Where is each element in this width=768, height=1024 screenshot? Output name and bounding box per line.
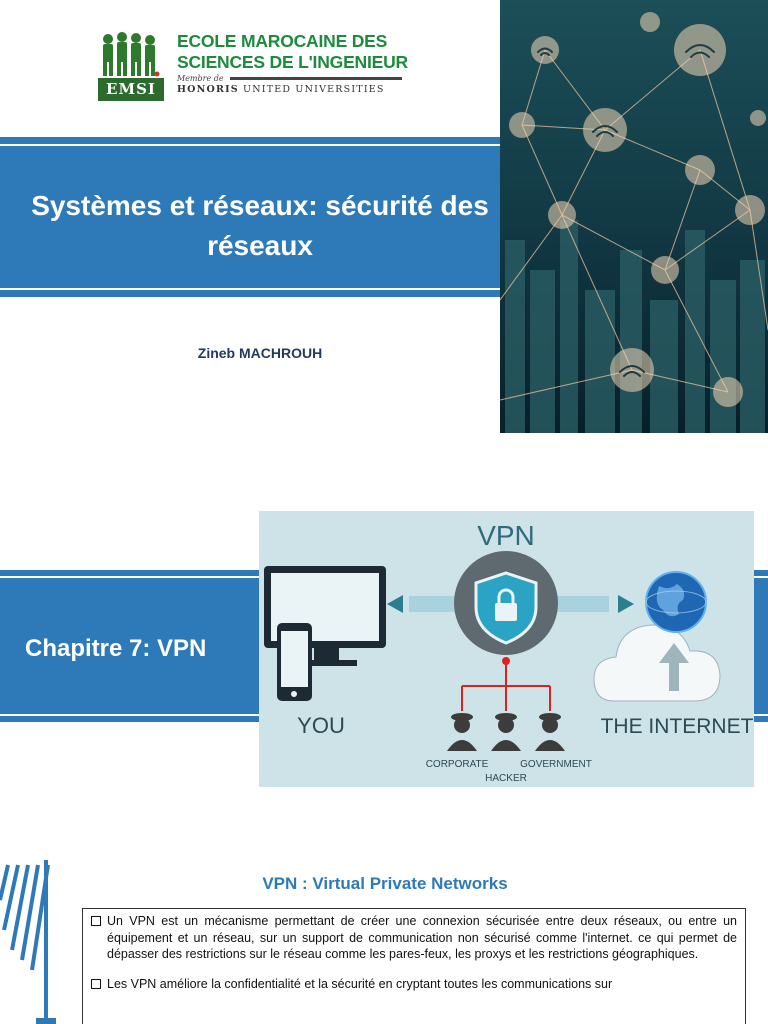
- diagram-you-label: YOU: [297, 713, 345, 738]
- logo-honoris: HONORIS UNITED UNIVERSITIES: [177, 84, 402, 95]
- diagram-vpn-label: VPN: [477, 520, 535, 551]
- network-city-image: [500, 0, 768, 433]
- chapter-title: Chapitre 7: VPN: [25, 635, 207, 662]
- logo-line-1: ECOLE MAROCAINE DES: [177, 31, 388, 51]
- vpn-diagram: VPN YOU: [259, 511, 754, 787]
- checkbox-bullet-icon: [91, 916, 101, 926]
- logo-rule: [229, 77, 402, 80]
- logo-line-2: SCIENCES DE L'INGENIEUR: [177, 52, 408, 72]
- cloud-icon: [593, 624, 721, 702]
- emsi-logo: EMSI ECOLE MAROCAINE DES SCIENCES DE L'I…: [98, 30, 408, 105]
- diagram-internet-label: THE INTERNET: [601, 715, 754, 738]
- author-name: Zineb MACHROUH: [197, 345, 323, 361]
- logo-honoris-rest: UNITED UNIVERSITIES: [243, 84, 385, 95]
- slide-3: VPN : Virtual Private Networks Un VPN es…: [0, 860, 768, 1024]
- people-figures-icon: [103, 32, 160, 77]
- phone-icon: [277, 623, 312, 701]
- slide-1-title: Systèmes et réseaux: sécurité des réseau…: [31, 190, 489, 261]
- diagram-government-label: GOVERNMENT: [520, 759, 592, 770]
- content-box: Un VPN est un mécanisme permettant de cr…: [82, 908, 746, 1024]
- emsi-mark: EMSI: [98, 78, 164, 101]
- network-city-illustration: [500, 0, 768, 433]
- logo-text-block: ECOLE MAROCAINE DES SCIENCES DE L'INGENI…: [177, 31, 408, 95]
- vpn-diagram-illustration: VPN YOU: [259, 511, 754, 787]
- logo-member-line: Membre de: [177, 74, 402, 83]
- bullet-item: Les VPN améliore la confidentialité et l…: [91, 976, 737, 993]
- hacker-figures-icon: [447, 713, 565, 751]
- logo-member-label: Membre de: [177, 74, 224, 83]
- diagram-hacker-label: HACKER: [485, 773, 527, 784]
- checkbox-bullet-icon: [91, 978, 101, 989]
- bullet-item: Un VPN est un mécanisme permettant de cr…: [91, 913, 737, 963]
- slide-2: Chapitre 7: VPN VPN YOU: [0, 470, 768, 800]
- diagram-corporate-label: CORPORATE: [426, 759, 489, 770]
- globe-icon: [645, 571, 707, 633]
- slide-3-title: VPN : Virtual Private Networks: [262, 874, 508, 893]
- logo-honoris-bold: HONORIS: [177, 84, 239, 95]
- title-band: Systèmes et réseaux: sécurité des réseau…: [0, 137, 502, 297]
- shield-lock-icon: [454, 551, 558, 655]
- bullet-text: Un VPN est un mécanisme permettant de cr…: [107, 914, 737, 961]
- decorative-stripes: [0, 860, 56, 1024]
- bullet-text: Les VPN améliore la confidentialité et l…: [107, 976, 613, 991]
- slide-1: EMSI ECOLE MAROCAINE DES SCIENCES DE L'I…: [0, 0, 768, 433]
